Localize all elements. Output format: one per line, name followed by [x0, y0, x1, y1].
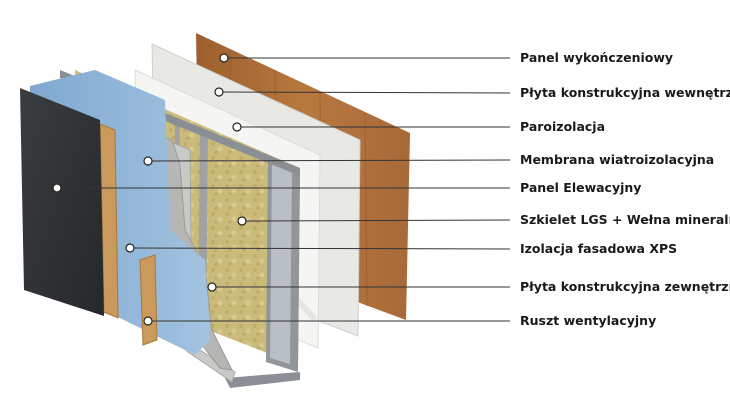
label-membrana: Membrana wiatroizolacyjna	[520, 152, 715, 167]
anchor-dot-paroizolacja	[232, 122, 242, 132]
layer-panel-elewacyjny	[20, 88, 104, 316]
anchor-dot-panel-elewacyjny	[52, 183, 62, 193]
label-izolacja-xps: Izolacja fasadowa XPS	[520, 241, 678, 256]
leader-line-membrana	[147, 159, 511, 162]
leader-lines	[52, 53, 511, 326]
label-plyta-wewnetrzna: Płyta konstrukcyjna wewnętrzna	[520, 85, 730, 100]
label-panel-elewacyjny: Panel Elewacyjny	[520, 180, 642, 195]
label-paroizolacja: Paroizolacja	[520, 119, 606, 134]
leader-line-izolacja-xps	[129, 247, 511, 250]
label-plyta-zewnetrzna: Płyta konstrukcyjna zewnętrzna	[520, 279, 730, 294]
anchor-dot-membrana	[143, 156, 153, 166]
label-ruszt: Ruszt wentylacyjny	[520, 313, 657, 328]
label-szkielet: Szkielet LGS + Wełna mineralna	[520, 212, 730, 227]
label-panel-wykonczeniowy: Panel wykończeniowy	[520, 50, 674, 65]
anchor-dot-panel-wykonczeniowy	[219, 53, 229, 63]
anchor-dot-plyta-wewnetrzna	[214, 87, 224, 97]
anchor-dot-izolacja-xps	[125, 243, 135, 253]
anchor-dot-ruszt	[143, 316, 153, 326]
anchor-dot-plyta-zewnetrzna	[207, 282, 217, 292]
leader-line-szkielet	[241, 219, 511, 222]
leader-line-plyta-wewnetrzna	[218, 91, 511, 94]
anchor-dot-szkielet	[237, 216, 247, 226]
